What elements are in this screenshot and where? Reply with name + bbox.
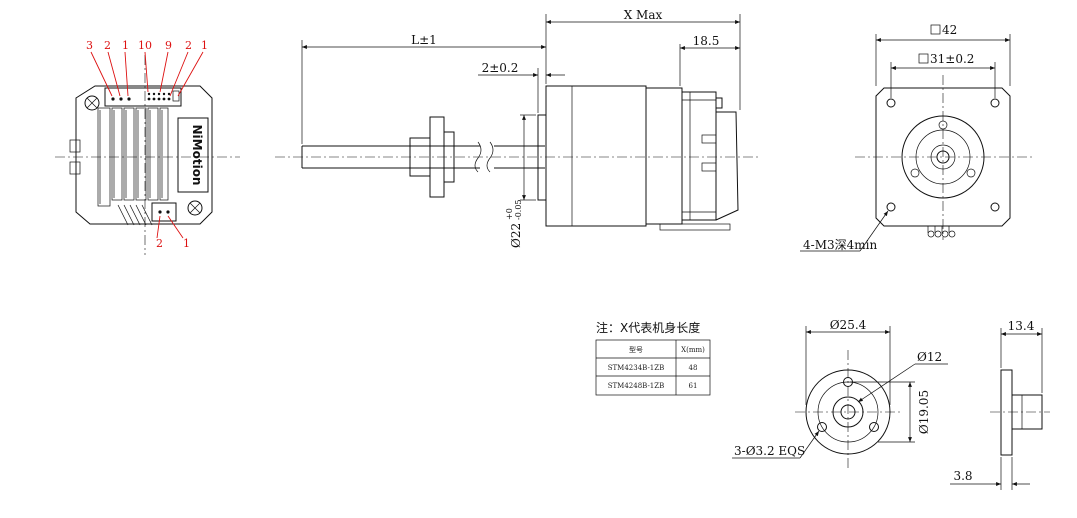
dim-x-max-label: X Max [624,8,663,22]
dim-frame-label: 42 [942,23,957,37]
table-cell: 48 [689,364,698,372]
lead-screw [301,145,480,169]
nut-side-flange [1000,369,1013,456]
brand-logo-text: NiMotion [190,125,204,186]
square-symbol [930,24,941,35]
mount-hole [990,98,1000,108]
dim-mount-holes-label: 4-M3深4min [803,238,877,252]
dim-boss-label: Ø22 [509,223,523,248]
corner-screw-bottom-right [187,200,203,216]
rear-view: NiMotion 3 2 1 10 9 2 1 2 1 [55,39,240,255]
pin-label: 2 [156,237,163,250]
dim-tail-label: 18.5 [693,34,720,48]
pin-label: 2 [185,39,192,52]
table-header: 型号 [629,345,643,354]
dim-nut-holes-label: 3-Ø3.2 EQS [734,444,805,458]
model-table [595,339,711,396]
table-header: X(mm) [681,346,705,354]
pin-label: 10 [138,39,152,52]
dim-screw-length-label: L±1 [411,33,437,47]
top-connector-pins [111,90,180,102]
pin-label: 1 [183,237,190,250]
dim-offset-label: 2±0.2 [482,61,519,75]
pin-label: 2 [104,39,111,52]
break-lines [474,141,494,173]
table-cell: 61 [689,382,698,390]
table-cell: STM4234B-1ZB [608,364,665,372]
top-connector [104,87,182,107]
nut-side-hub [1011,394,1043,430]
driver-cover [681,91,717,221]
driver-housing [645,87,683,225]
nut-hub-outline [930,144,956,170]
front-boss [901,115,985,199]
nut-flange-circle [805,369,891,455]
leader-hub [857,363,916,403]
front-view: 42 31±0.2 4-M3深4min [800,23,1035,252]
brand-panel [177,117,209,193]
dim-hole-pitch-label: 31±0.2 [930,52,974,66]
nut-flange-outline [915,129,971,185]
mount-hole [886,98,896,108]
nut-hole [817,422,827,432]
motor-boss [537,114,547,201]
motor-body [545,85,647,227]
rear-housing-outline [75,85,213,225]
corner-screw-top-left [84,95,100,111]
rear-left-tab [69,139,81,153]
leader-mount-holes [859,210,889,252]
leader-nut-holes [799,430,820,459]
nut-hole [869,422,879,432]
square-symbol [918,53,929,64]
pin-label: 1 [122,39,129,52]
cover-tab [715,97,723,109]
nut-pcd-circle [817,381,879,443]
nut-bore [840,404,856,420]
dim-nut-length-label: 13.4 [1008,319,1035,333]
bottom-cable [117,204,153,226]
dim-boss-tol-upper: +0 [505,208,514,220]
pin-label: 1 [201,39,208,52]
nut-front-view: Ø25.4 Ø12 Ø19.05 3-Ø3.2 EQS [732,318,948,470]
note-title: 注：X代表机身长度 [596,320,700,335]
mount-hole [990,202,1000,212]
note-block: 注：X代表机身长度 型号 X(mm) STM4234B-1ZB 48 STM42… [595,320,711,396]
lead-screw-near [494,145,545,169]
table-cell: STM4248B-1ZB [608,382,665,390]
dim-nut-pcd-label: Ø19.05 [917,390,931,434]
dim-nut-thickness-label: 3.8 [953,469,972,483]
nut-side-view: 13.4 3.8 [950,319,1050,490]
mount-hole [886,202,896,212]
dim-nut-hub-label: Ø12 [917,350,942,364]
nut-hub-circle [832,396,864,428]
pin-labels-bottom: 2 1 [156,215,190,250]
screw-end [936,150,950,164]
heat-sink-ribs [97,107,169,207]
pin-labels-top: 3 2 1 10 9 2 1 [86,39,208,97]
side-view: X Max L±1 18.5 2±0.2 Ø22 +0 -0.05 [275,8,760,248]
pin-label: 9 [165,39,172,52]
connector-block [715,111,739,221]
nut-hub [443,131,455,183]
pin-label: 3 [86,39,93,52]
dim-boss-tol-lower: -0.05 [514,199,523,220]
dim-nut-flange-label: Ø25.4 [830,318,867,332]
front-flange-outline [875,87,1011,227]
rear-left-tab [69,161,81,175]
bottom-connector [151,202,177,222]
